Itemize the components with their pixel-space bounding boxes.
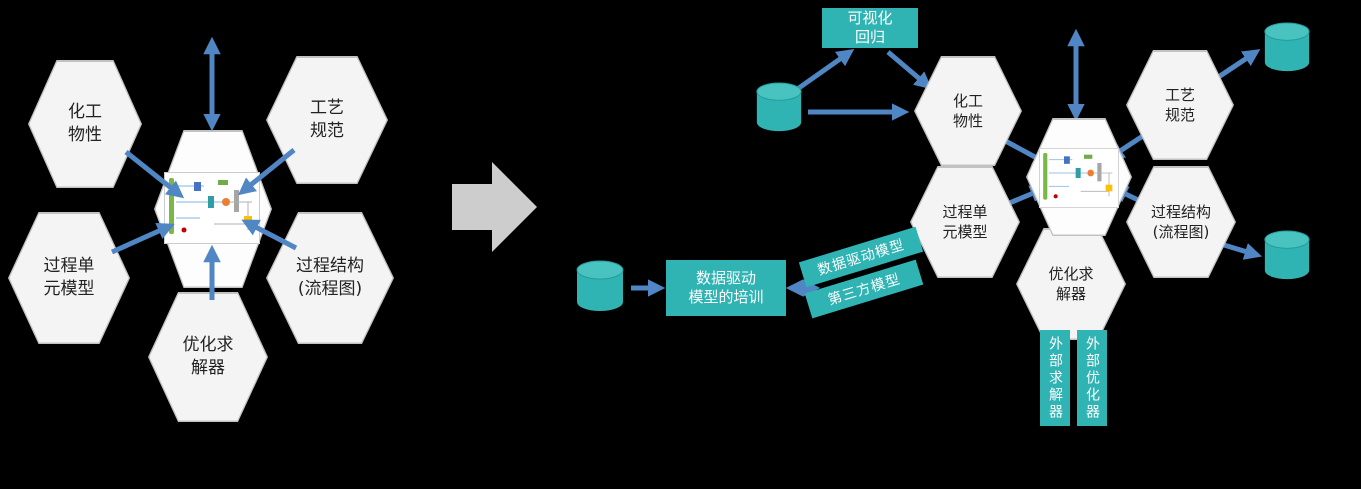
- arrow-spec-to-db: [1212, 49, 1261, 83]
- training-box: 数据驱动 模型的培训: [666, 260, 786, 316]
- external-solver-box: 外部求解器: [1040, 330, 1070, 426]
- hex-label: 优化求 解器: [182, 335, 234, 378]
- database-cylinder-icon: [576, 260, 624, 311]
- hex-label: 工艺 规范: [1164, 85, 1195, 124]
- arrow-visualization-to-chem: [886, 50, 933, 90]
- database-cylinder-icon: [1264, 230, 1310, 280]
- hex-label: 过程结构 (流程图): [296, 256, 364, 299]
- hex-label: 过程单 元模型: [942, 202, 988, 241]
- transform-arrow: [452, 162, 537, 252]
- database-cylinder-icon: [1264, 22, 1310, 72]
- hex-label: 工艺 规范: [310, 98, 344, 141]
- hex-chemical-properties-left: 化工 物性: [28, 60, 142, 188]
- hex-label: 化工 物性: [68, 102, 102, 145]
- hex-label: 过程单 元模型: [43, 256, 95, 299]
- hex-chemical-properties-right: 化工 物性: [914, 56, 1022, 166]
- arrow-db-to-visualization: [794, 48, 855, 93]
- arrow-structure-to-db: [1223, 242, 1263, 260]
- hex-label: 化工 物性: [952, 91, 983, 130]
- hex-process-structure-left: 过程结构 (流程图): [266, 212, 394, 344]
- database-cylinder-icon: [756, 82, 802, 132]
- hex-process-spec-left: 工艺 规范: [266, 56, 388, 184]
- flowsheet-image: [164, 172, 260, 244]
- hex-unit-models-right: 过程单 元模型: [910, 166, 1020, 278]
- flowsheet-image: [1039, 148, 1119, 208]
- visual-regression-box: 可视化 回归: [822, 8, 918, 48]
- arrow-unit-to-core-left: [110, 223, 175, 255]
- hex-label: 过程结构 (流程图): [1150, 202, 1211, 241]
- hex-optimization-solver-right: 优化求 解器: [1016, 228, 1126, 340]
- hex-optimization-solver-left: 优化求 解器: [148, 292, 268, 422]
- hex-unit-models-left: 过程单 元模型: [8, 212, 130, 344]
- hex-label: 优化求 解器: [1048, 264, 1094, 303]
- hex-process-spec-right: 工艺 规范: [1126, 50, 1234, 160]
- external-optimizer-box: 外部优化器: [1077, 330, 1107, 426]
- hex-process-structure-right: 过程结构 (流程图): [1126, 166, 1236, 278]
